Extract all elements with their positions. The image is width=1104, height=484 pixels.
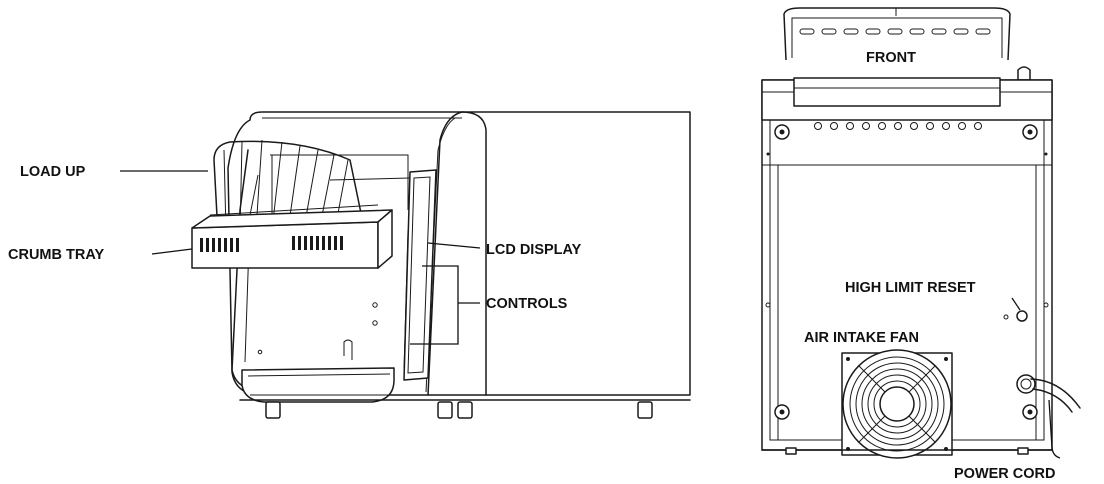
crumb-tray <box>191 209 393 269</box>
rack-cross <box>209 204 379 216</box>
foot-1 <box>265 401 281 419</box>
crumb-tray-side <box>377 209 393 269</box>
crumb-tray-vents-left <box>200 238 239 252</box>
top-knob <box>1017 66 1031 81</box>
leader-controls-bracket <box>410 265 459 345</box>
high-limit-reset-button <box>1016 310 1028 322</box>
vent-holes <box>814 122 982 130</box>
corner-bolts <box>774 124 1038 420</box>
screw-c <box>257 349 263 355</box>
front-door-inner <box>425 117 456 393</box>
feet <box>265 401 653 419</box>
fan-hub <box>879 386 915 422</box>
label-crumb-tray: CRUMB TRAY <box>8 247 104 263</box>
cord <box>1030 378 1081 409</box>
leader-crumb-tray <box>151 248 193 255</box>
cord-2 <box>1032 388 1073 413</box>
label-front: FRONT <box>866 50 916 66</box>
power-cord <box>1016 374 1081 413</box>
leader-high-limit-reset <box>1011 297 1021 311</box>
cavity-top <box>270 154 409 210</box>
control-panel-inner <box>407 176 431 374</box>
rack-rail <box>329 177 411 181</box>
leader-power-cord <box>1048 399 1061 459</box>
side-view-toaster <box>227 111 691 419</box>
front-door-curve <box>427 111 463 396</box>
side-pin <box>1043 302 1049 308</box>
label-high-limit-reset: HIGH LIMIT RESET <box>845 280 976 296</box>
left-frame <box>231 149 257 391</box>
top-rack-slots <box>799 28 991 35</box>
exit-tray <box>241 367 395 403</box>
reset-indicator <box>1003 314 1009 320</box>
exit-slot <box>343 339 353 360</box>
rivet <box>1044 152 1048 156</box>
side-panel <box>461 111 487 396</box>
crumb-tray-vents-right <box>292 236 343 250</box>
front-chute <box>793 77 1001 107</box>
exit-tray-inner <box>247 373 391 377</box>
label-power-cord: POWER CORD <box>954 466 1056 482</box>
label-load-up: LOAD UP <box>20 164 86 180</box>
label-controls: CONTROLS <box>486 296 568 312</box>
foot-2 <box>437 401 453 419</box>
screw-b <box>372 320 378 326</box>
screw-a <box>372 302 378 308</box>
foot-4 <box>637 401 653 419</box>
foot-3 <box>457 401 473 419</box>
rear-view-toaster <box>761 7 1081 459</box>
rivet <box>766 152 770 156</box>
leader-lcd-display <box>427 242 481 249</box>
load-up-rack <box>209 139 411 236</box>
air-intake-fan <box>841 349 953 459</box>
label-air-intake-fan: AIR INTAKE FAN <box>804 330 919 346</box>
cord-grommet <box>1016 374 1036 394</box>
top-rack-inner <box>791 17 1003 58</box>
rack-frame <box>213 140 363 236</box>
side-pin <box>765 302 771 308</box>
rear-foot-right <box>1017 447 1029 455</box>
label-lcd-display: LCD DISPLAY <box>486 242 582 258</box>
rear-foot-left <box>785 447 797 455</box>
